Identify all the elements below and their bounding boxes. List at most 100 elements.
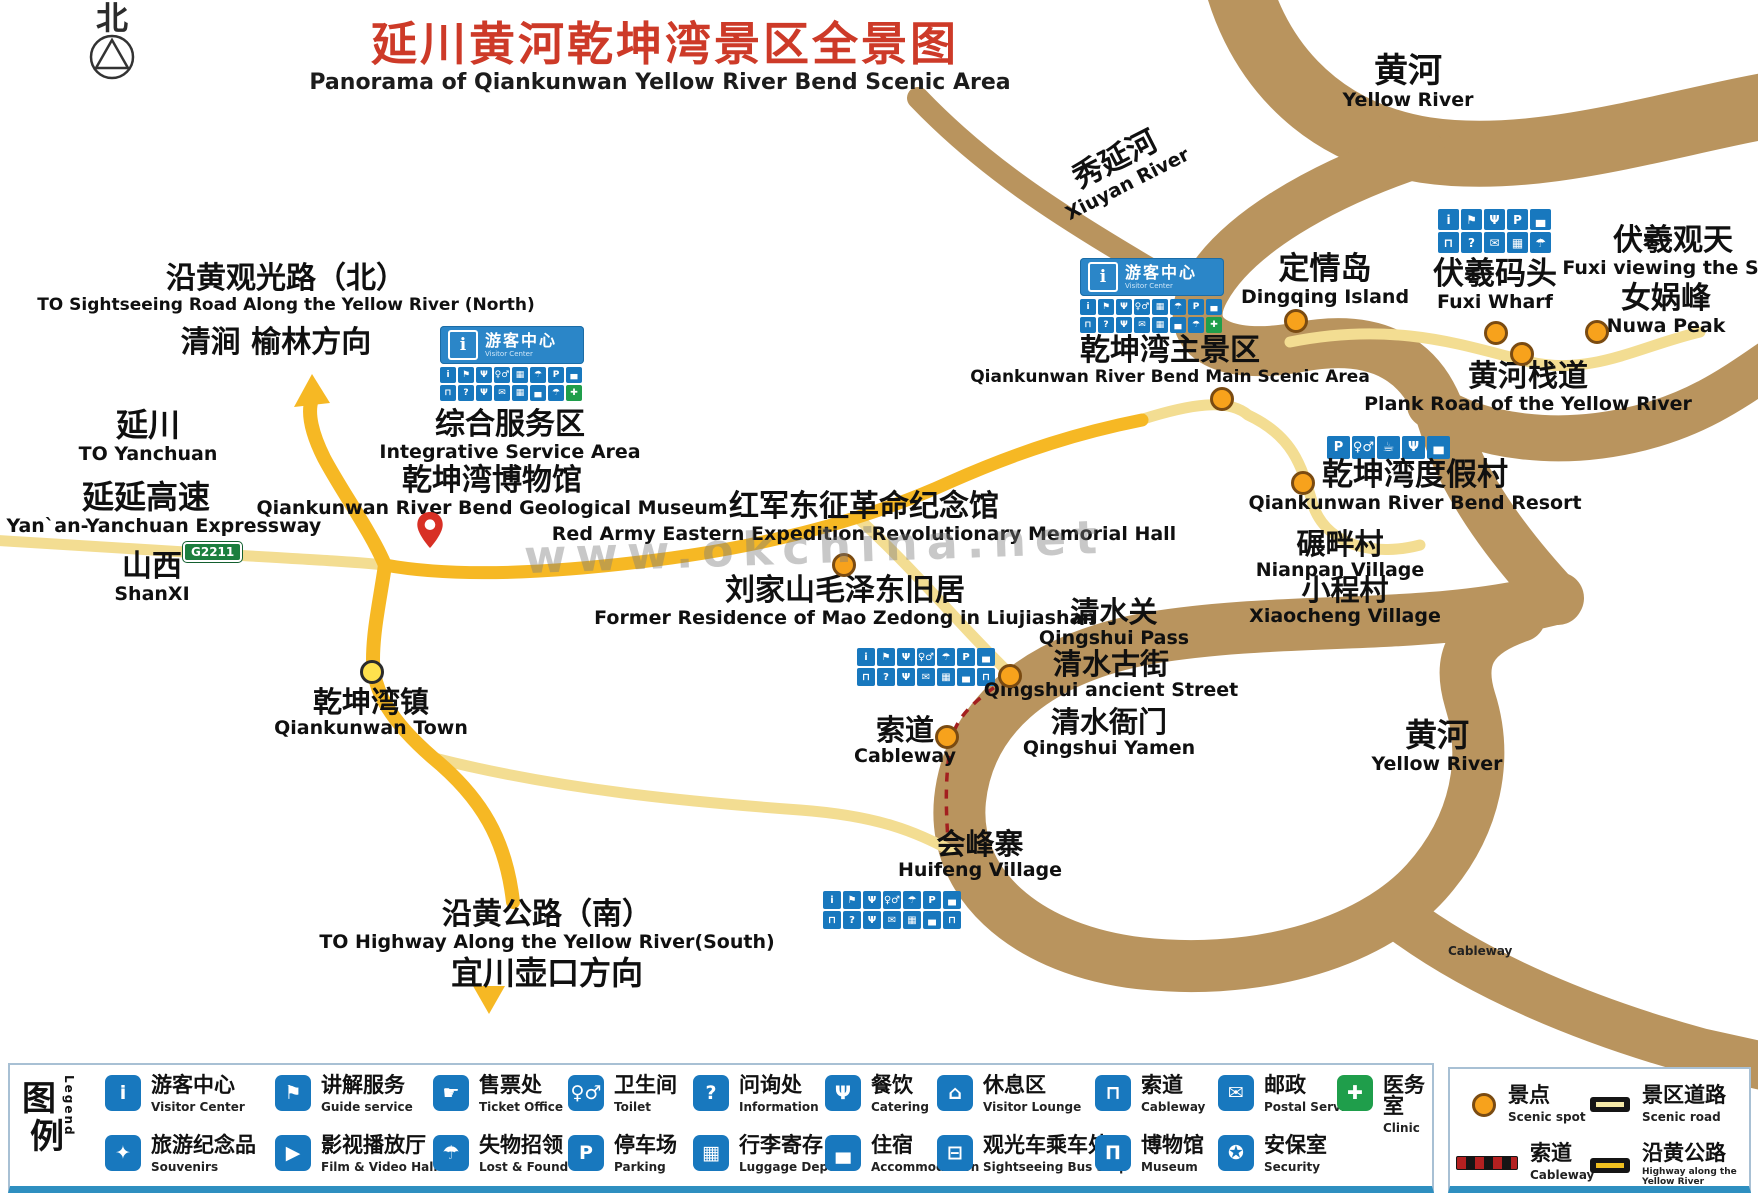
highway-line-icon	[1590, 1157, 1630, 1173]
map-label-red-army-hall-zh: 红军东征革命纪念馆	[729, 489, 999, 524]
map-label-qingshui-yamen-en: Qingshui Yamen	[1022, 737, 1196, 760]
legend-item-en: Visitor Lounge	[983, 1100, 1082, 1114]
service-icon: P	[548, 367, 564, 383]
service-area-sign-banner-sub: Visitor Center	[485, 349, 533, 358]
service-icon: ✚	[566, 385, 582, 401]
map-label-yellow-river-mid-en: Yellow River	[1371, 752, 1503, 775]
service-icon: ✉	[883, 911, 901, 929]
service-icon: Ψ	[863, 891, 881, 909]
service-icon: ▦	[937, 668, 955, 686]
legend-cableway-en: Cableway	[1530, 1168, 1595, 1182]
cableway-station-spot-marker	[935, 725, 959, 749]
service-icon: ▄	[1427, 436, 1450, 459]
service-icon: Ψ	[897, 668, 915, 686]
security-icon: ✪	[1218, 1135, 1254, 1171]
map-label-nuwa-peak-zh: 女娲峰	[1621, 281, 1711, 316]
service-icon: ▄	[977, 648, 995, 666]
service-icon: ☂	[1530, 232, 1551, 253]
map-label-xiaocheng-village-zh: 小程村	[1301, 573, 1389, 607]
legend-item-zh: 游客中心	[151, 1073, 235, 1097]
visitor-lounge-icon: ⌂	[937, 1075, 973, 1111]
service-icon: Ψ	[1116, 299, 1132, 315]
service-icon: ▄	[943, 891, 961, 909]
service-icon: i	[1438, 209, 1459, 230]
main-scenic-area-spot-marker	[1210, 387, 1234, 411]
resort-spot-marker	[1291, 471, 1315, 495]
map-label-service-area-zh: 综合服务区	[434, 407, 585, 442]
map-label-mao-residence-zh: 刘家山毛泽东旧居	[724, 573, 965, 608]
highway-roads	[303, 392, 1149, 909]
legend-header-en: Legend	[62, 1075, 76, 1137]
service-icon: Ψ	[863, 911, 881, 929]
service-icon: ✉	[1484, 232, 1505, 253]
legend-item-en: Luggage Deposit	[739, 1160, 854, 1174]
map-label-resort-en: Qiankunwan River Bend Resort	[1248, 491, 1582, 514]
fuxi-wharf-sign-row-1: ⊓?✉▦☂	[1438, 232, 1553, 253]
map-label-main-scenic-area-zh: 乾坤湾主景区	[1080, 333, 1260, 368]
map-label-highway-south-zh: 沿黄公路（南）	[441, 897, 652, 932]
service-icon: ⚑	[458, 367, 474, 383]
qiankunwan-town-spot-marker	[360, 660, 384, 684]
legend-highway-en: Highway along the Yellow River	[1642, 1167, 1737, 1187]
legend-highway-zh: 沿黄公路	[1642, 1141, 1726, 1165]
map-label-plank-road-en: Plank Road of the Yellow River	[1364, 392, 1692, 415]
legend-header-zh-2: 例	[30, 1117, 64, 1157]
service-icon: i	[1080, 299, 1096, 315]
map-label-sightseeing-road-north-en: TO Sightseeing Road Along the Yellow Riv…	[37, 294, 535, 315]
service-icon: ♀♂	[917, 648, 935, 666]
legend-right-box: 景点 Scenic spot 景区道路 Scenic road 索道 Cable…	[1448, 1067, 1751, 1193]
service-icon: ▄	[1206, 299, 1222, 315]
map-label-sightseeing-road-north: 沿黄观光路（北）TO Sightseeing Road Along the Ye…	[37, 262, 535, 315]
clinic-icon: ✚	[1337, 1075, 1373, 1111]
legend-item-en: Guide service	[321, 1100, 413, 1114]
fuxi-wharf-spot-marker	[1484, 321, 1508, 345]
map-label-shanxi-en: ShanXI	[114, 582, 190, 605]
service-icon: ♀♂	[1352, 436, 1375, 459]
legend-scenic-spot: 景点 Scenic spot	[1472, 1085, 1586, 1124]
service-icon: Ψ	[1116, 317, 1132, 333]
service-icon: ▄	[530, 385, 546, 401]
service-icon: P	[1188, 299, 1204, 315]
map-label-yanchuan-zh: 延川	[115, 406, 181, 444]
map-label-qingshui-pass-en: Qingshui Pass	[1038, 627, 1190, 650]
service-icon: Ψ	[476, 367, 492, 383]
legend-item-zh: 失物招领	[479, 1133, 563, 1157]
map-label-qingshui-street-en: Qingshui ancient Street	[983, 679, 1239, 702]
service-icon: ♀♂	[494, 367, 510, 383]
luggage-deposit-icon: ▦	[693, 1135, 729, 1171]
service-icon: ⊓	[1438, 232, 1459, 253]
service-icon: Ψ	[1484, 209, 1505, 230]
service-icon: ?	[843, 911, 861, 929]
cableway-line-icon	[1456, 1155, 1518, 1170]
service-icon: ♀♂	[883, 891, 901, 909]
service-icon: ▦	[1152, 317, 1168, 333]
legend-item-en: Sightseeing Bus Stop	[983, 1160, 1128, 1174]
legend-item-zh: 餐饮	[871, 1073, 913, 1097]
service-icon: ▄	[1530, 209, 1551, 230]
map-label-xiaocheng-village-en: Xiaocheng Village	[1249, 605, 1441, 628]
legend-item-en: Information	[739, 1100, 819, 1114]
service-icon: P	[1507, 209, 1528, 230]
